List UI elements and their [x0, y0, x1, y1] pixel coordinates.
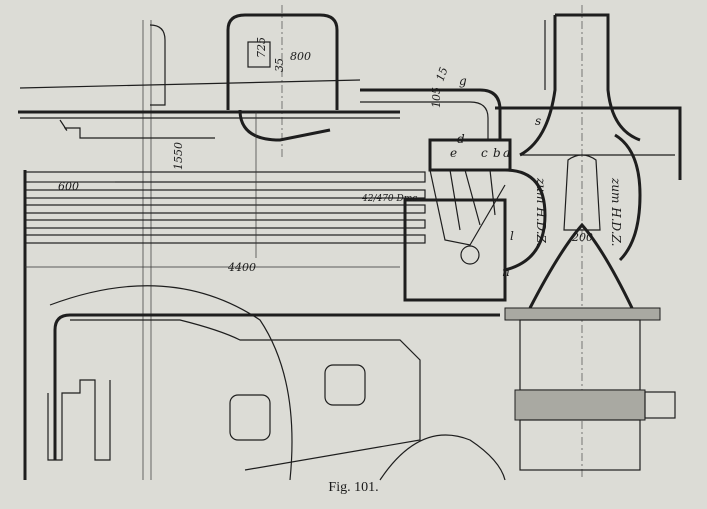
wheel-arc	[49, 285, 293, 481]
dim-600: 600	[58, 180, 79, 193]
label-n: n	[502, 265, 510, 279]
dome-pipe	[238, 109, 331, 142]
dim-105: 105	[430, 87, 443, 108]
saddle-flange	[504, 307, 661, 321]
saddle	[528, 222, 634, 309]
steam-dome	[226, 13, 339, 110]
firebox-side	[403, 198, 507, 302]
dim-35: 35	[273, 58, 286, 72]
whistle-pipe	[149, 24, 166, 106]
cylinder-lower	[519, 419, 641, 471]
frame-top	[53, 313, 500, 460]
chimney	[555, 13, 641, 142]
figure-caption: Fig. 101.	[328, 480, 379, 495]
dim-800: 800	[290, 50, 311, 63]
boiler-band	[59, 119, 215, 139]
regulator-rod	[19, 79, 361, 89]
smokebox-top	[495, 106, 682, 180]
dim-1550: 1550	[172, 142, 185, 170]
wheel-arc	[379, 434, 506, 481]
label-d: d	[457, 132, 465, 146]
frame-window	[324, 364, 366, 406]
cylinder-upper	[519, 319, 641, 391]
pump	[460, 245, 480, 265]
chimney-left	[519, 15, 557, 157]
frame-cutouts	[47, 379, 111, 461]
tube-area-label: 42/470 Dmc	[361, 194, 417, 204]
steam-pipe-inner	[360, 101, 489, 140]
dim-15: 15	[434, 65, 451, 83]
dim-725: 725	[255, 37, 268, 58]
dim-200: 200	[571, 231, 593, 244]
label-zum-hdz-right: zum H.D.Z.	[609, 177, 623, 246]
exhaust-pipe-left	[504, 168, 547, 272]
label-c: c	[481, 146, 488, 160]
blast-pipe	[563, 154, 601, 231]
steam-pipe-g	[360, 88, 502, 140]
dim-4400: 4400	[227, 261, 256, 274]
cylinder-axle-section	[514, 389, 646, 421]
boiler-tubes	[23, 170, 426, 480]
axle-end	[644, 391, 676, 419]
dome-valve	[247, 41, 271, 68]
label-g: g	[459, 74, 467, 88]
superheater-header	[428, 138, 512, 246]
frame-window	[229, 394, 271, 441]
label-e: e	[450, 146, 457, 160]
label-s: s	[535, 114, 541, 128]
label-l: l	[510, 229, 514, 243]
exhaust-pipe-right	[614, 133, 642, 262]
frame-plate	[70, 319, 421, 471]
label-b: b	[493, 146, 501, 160]
label-a: a	[503, 146, 510, 160]
label-zum-hdz-left: zum H.D.Z.	[534, 177, 548, 246]
